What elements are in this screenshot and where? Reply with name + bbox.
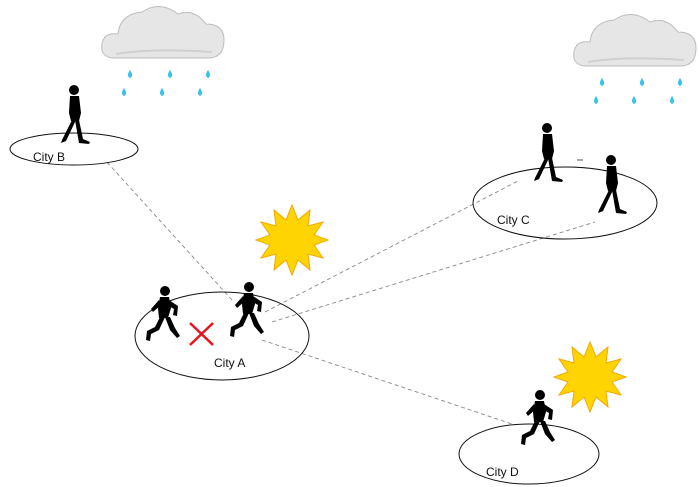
link-a-c-lower [271,221,596,323]
red-x-icon [189,322,214,346]
sun-icon [255,204,329,276]
city-b-node[interactable]: City B [9,85,139,166]
city-c-ring [472,166,658,240]
walking-person-icon [534,123,563,182]
city-d-ring [458,423,600,485]
city-c-label: City C [497,213,530,227]
rain-cloud-icon [100,5,225,97]
city-b-ring [9,132,139,166]
sun-icon [553,341,627,413]
rain-cloud-icon [572,13,697,105]
city-a-ring [134,291,310,381]
link-a-b [104,159,233,301]
city-d-node[interactable]: City D [458,390,600,485]
city-b-label: City B [33,150,65,164]
running-person-icon [230,282,264,337]
running-person-icon [521,390,555,445]
walking-person-icon [598,155,627,214]
link-a-c-upper [264,179,521,313]
walking-person-icon [61,85,90,144]
city-c-node[interactable]: City C [472,123,658,240]
running-person-icon [146,286,180,341]
link-a-d [261,339,516,426]
city-a-label: City A [214,356,245,370]
city-a-node[interactable]: City A [134,282,310,381]
city-d-label: City D [486,465,519,479]
